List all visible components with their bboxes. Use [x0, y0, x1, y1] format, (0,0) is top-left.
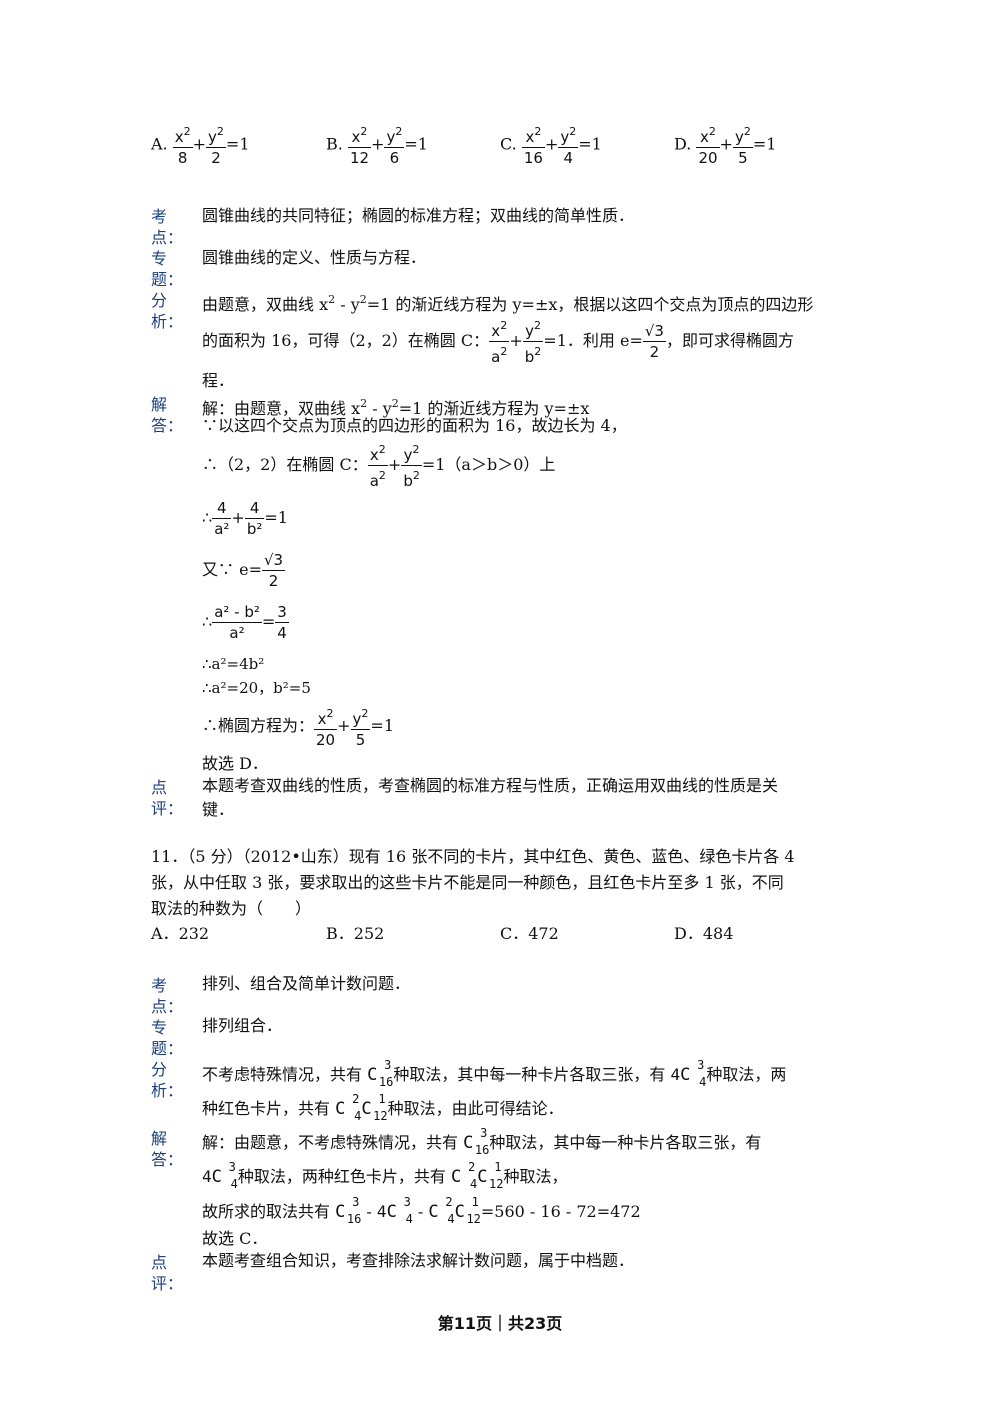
q11-zhuanti-text: 排列组合．: [202, 1016, 283, 1035]
q11-option-d: D．484: [674, 924, 734, 943]
q10-kaodian-text: 圆锥曲线的共同特征；椭圆的标准方程；双曲线的简单性质．: [202, 206, 635, 225]
q10-jieda-line1: 解：由题意，双曲线 x2 - y2=1 的渐近线方程为 y=±x: [202, 397, 590, 418]
q10-jieda-line7: ∴a²=4b²: [202, 655, 265, 673]
q11-option-b: B．252: [326, 924, 385, 943]
option-letter: B.: [326, 134, 343, 154]
q10-jieda-line8: ∴a²=20，b²=5: [202, 679, 311, 697]
q11-option-a: A．232: [151, 924, 210, 943]
q11-dianping-text: 本题考查组合知识，考查排除法求解计数问题，属于中档题．: [202, 1251, 635, 1270]
q11-jieda-line4: 故选 C．: [202, 1229, 268, 1248]
q10-jieda-line10: 故选 D．: [202, 754, 268, 773]
label-kaodian: 考点：: [151, 207, 184, 247]
q10-dianping-line1: 本题考查双曲线的性质，考查椭圆的标准方程与性质，正确运用双曲线的性质是关: [202, 776, 779, 795]
option-letter: D.: [674, 134, 692, 154]
page-footer: 第11页｜共23页: [437, 1314, 563, 1333]
q11-stem-line3: 取法的种数为（ ）: [151, 899, 312, 918]
label-dianping: 点评：: [151, 1253, 184, 1293]
option-letter: C.: [500, 134, 517, 154]
q10-jieda-line2: ∵以这四个交点为顶点的四边形的面积为 16，故边长为 4，: [202, 416, 627, 435]
q10-zhuanti-text: 圆锥曲线的定义、性质与方程．: [202, 248, 427, 267]
q11-stem-line2: 张，从中任取 3 张，要求取出的这些卡片不能是同一种颜色，且红色卡片至多 1 张…: [151, 873, 784, 892]
option-letter: A.: [151, 134, 168, 154]
label-zhuanti: 专题：: [151, 1018, 184, 1058]
q11-option-c: C．472: [500, 924, 559, 943]
q10-dianping-line2: 键．: [202, 800, 235, 819]
q10-fenxi-line1: 由题意，双曲线 x2 - y2=1 的渐近线方程为 y=±x，根据以这四个交点为…: [202, 293, 814, 314]
label-fenxi: 分析：: [151, 291, 184, 331]
q11-kaodian-text: 排列、组合及简单计数问题．: [202, 974, 411, 993]
label-fenxi: 分析：: [151, 1060, 184, 1100]
label-jieda: 解答：: [151, 1129, 184, 1169]
q11-stem-line1: 11．（5 分）（2012•山东）现有 16 张不同的卡片，其中红色、黄色、蓝色…: [151, 847, 795, 866]
q10-fenxi-line3: 程．: [202, 371, 235, 390]
label-kaodian: 考点：: [151, 976, 184, 1016]
label-zhuanti: 专题：: [151, 249, 184, 289]
label-jieda: 解答：: [151, 395, 184, 435]
label-dianping: 点评：: [151, 778, 184, 818]
